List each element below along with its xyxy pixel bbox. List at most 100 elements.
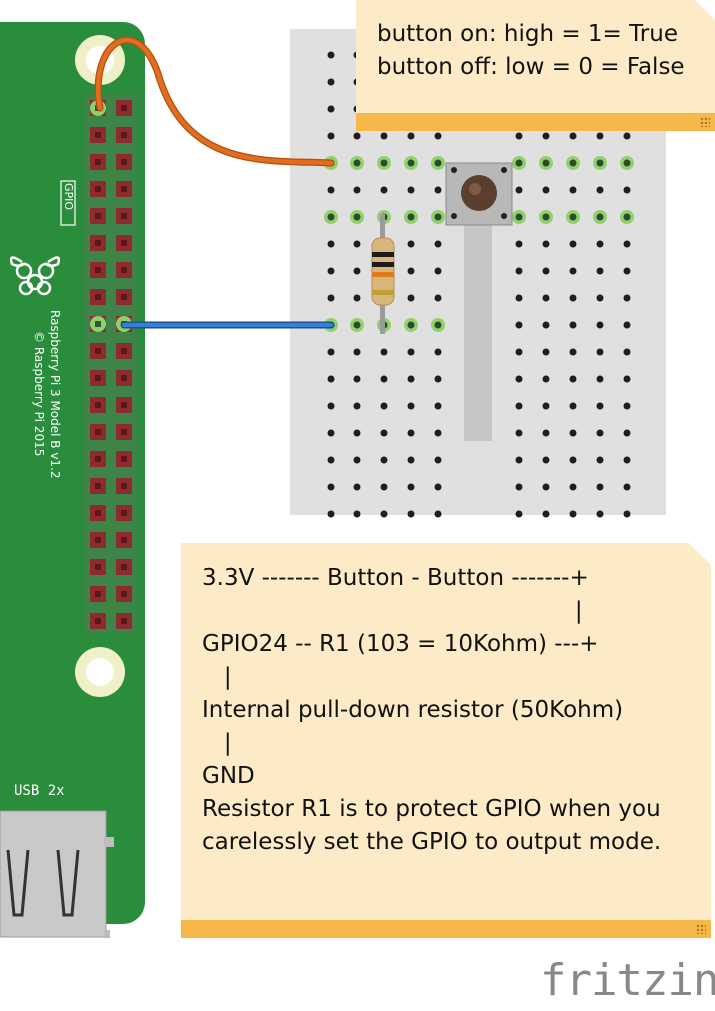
breadboard-hole (380, 510, 388, 518)
breadboard-hole (434, 402, 442, 410)
breadboard-hole (569, 213, 577, 221)
breadboard-hole (569, 321, 577, 329)
breadboard-hole (542, 267, 550, 275)
breadboard-hole (515, 375, 523, 383)
breadboard-hole (623, 213, 631, 221)
breadboard-hole (434, 213, 442, 221)
note-fold-corner (695, 0, 715, 20)
breadboard-hole (542, 402, 550, 410)
gpio-pin-socket (95, 483, 101, 489)
resize-grip-icon[interactable] (696, 924, 706, 934)
breadboard-hole (327, 375, 335, 383)
breadboard-hole (434, 321, 442, 329)
breadboard-hole (596, 456, 604, 464)
note-line: GPIO24 -- R1 (103 = 10Kohm) ---+ (202, 631, 599, 657)
breadboard-hole (596, 267, 604, 275)
breadboard-hole (596, 348, 604, 356)
gpio-pin-socket (95, 186, 101, 192)
breadboard-hole (434, 294, 442, 302)
note-bar (356, 113, 715, 131)
note-line: | (202, 730, 232, 756)
gpio-pin-socket (95, 402, 101, 408)
note-line: Resistor R1 is to protect GPIO when you (202, 796, 661, 822)
gpio-header (84, 94, 138, 634)
breadboard-hole (434, 429, 442, 437)
breadboard-hole (434, 456, 442, 464)
breadboard-hole (623, 510, 631, 518)
breadboard-hole (407, 429, 415, 437)
note-bar (181, 920, 711, 938)
gpio-pin-socket (121, 402, 127, 408)
push-button (445, 162, 513, 226)
resistor-r1 (371, 214, 395, 334)
gpio-pin-socket (95, 537, 101, 543)
breadboard-hole (569, 510, 577, 518)
gpio-pin-socket (95, 456, 101, 462)
gpio-pin-socket (121, 537, 127, 543)
breadboard-hole (327, 483, 335, 491)
breadboard-hole (327, 510, 335, 518)
breadboard-hole (623, 429, 631, 437)
gpio-pin-socket (121, 510, 127, 516)
breadboard-hole (407, 510, 415, 518)
breadboard-hole (569, 186, 577, 194)
breadboard-hole (542, 294, 550, 302)
breadboard-hole (353, 294, 361, 302)
gpio-pin-socket (95, 132, 101, 138)
breadboard-hole (434, 348, 442, 356)
gpio-pin-socket (121, 483, 127, 489)
breadboard-hole (353, 348, 361, 356)
copyright-label: © Raspberry Pi 2015 (32, 331, 46, 456)
gpio-header-pins (90, 100, 132, 629)
gpio-pin-socket (121, 618, 127, 624)
breadboard-hole (353, 402, 361, 410)
breadboard-hole (434, 186, 442, 194)
gpio-pin-socket (95, 591, 101, 597)
breadboard-hole (623, 348, 631, 356)
breadboard-hole (623, 321, 631, 329)
breadboard-hole (380, 429, 388, 437)
gpio-pin-socket (95, 429, 101, 435)
breadboard-hole (596, 510, 604, 518)
note-line: | (202, 664, 232, 690)
breadboard-hole (569, 348, 577, 356)
breadboard-hole (569, 429, 577, 437)
fritzing-logo: fritzing (540, 955, 715, 1006)
breadboard-hole (353, 429, 361, 437)
breadboard-hole (353, 510, 361, 518)
breadboard-hole (542, 348, 550, 356)
breadboard-hole (623, 159, 631, 167)
gpio-pin-socket (121, 375, 127, 381)
breadboard-hole (327, 213, 335, 221)
resize-grip-icon[interactable] (700, 117, 710, 127)
breadboard-hole (623, 375, 631, 383)
breadboard-hole (569, 159, 577, 167)
gpio-pin-socket (95, 294, 101, 300)
breadboard-hole (353, 321, 361, 329)
breadboard-hole (515, 240, 523, 248)
note-line: GND (202, 763, 255, 789)
raspberry-logo-icon (9, 256, 61, 296)
breadboard-hole (515, 348, 523, 356)
gpio-pin-socket (95, 159, 101, 165)
breadboard-hole (542, 429, 550, 437)
gpio-pin-socket (121, 564, 127, 570)
breadboard-hole (569, 483, 577, 491)
breadboard-hole (380, 159, 388, 167)
breadboard-hole (407, 294, 415, 302)
note-fold-corner (689, 543, 711, 565)
gpio-pin-socket (121, 159, 127, 165)
breadboard-hole (623, 132, 631, 140)
gpio-pin-socket (121, 429, 127, 435)
note-line: | (202, 598, 583, 624)
note-line: 3.3V ------- Button - Button -------+ (202, 565, 589, 591)
breadboard-hole (327, 105, 335, 113)
gpio-pin-socket (121, 456, 127, 462)
note-line: Internal pull-down resistor (50Kohm) (202, 697, 624, 723)
breadboard-hole (353, 483, 361, 491)
gpio-pin-socket (95, 510, 101, 516)
breadboard-hole (407, 213, 415, 221)
breadboard-hole (569, 456, 577, 464)
breadboard-hole (623, 240, 631, 248)
